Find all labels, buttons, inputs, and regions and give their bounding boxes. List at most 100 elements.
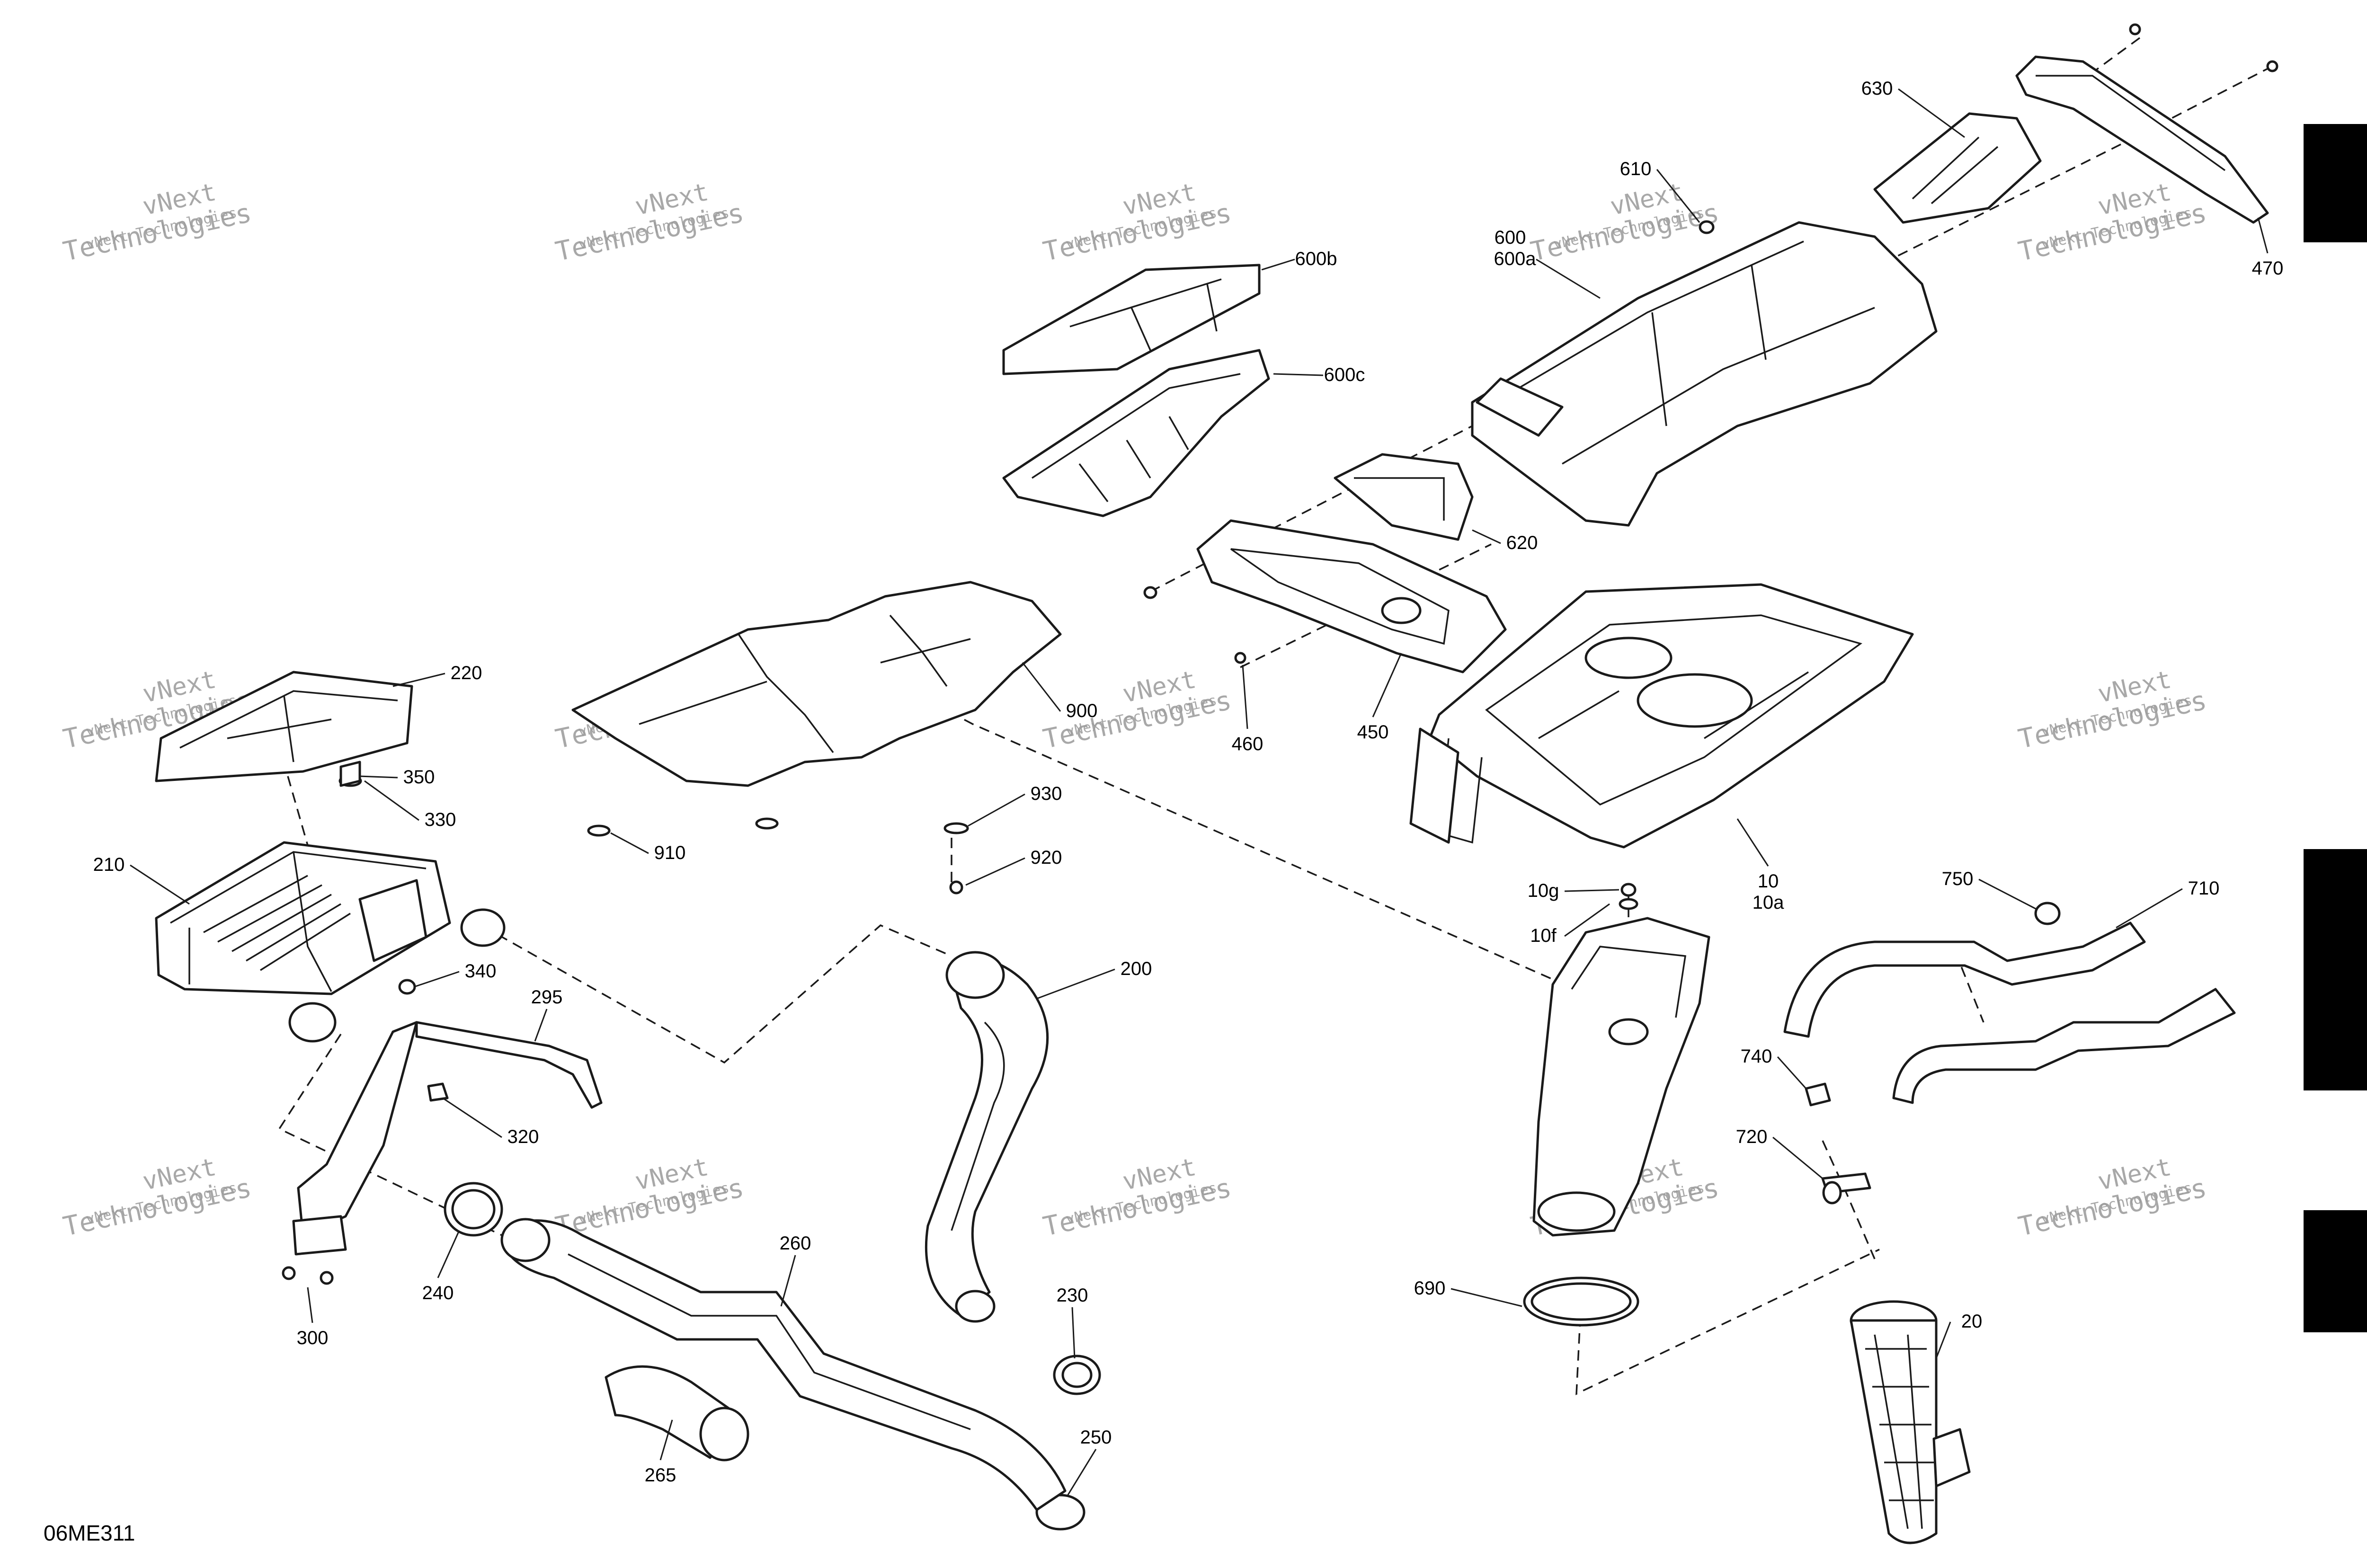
callout-900: 900 [1066, 700, 1098, 721]
callout-220: 220 [451, 663, 482, 683]
leader-line-260 [780, 1255, 796, 1307]
part-300-bolt-2 [320, 1271, 334, 1285]
callout-930: 930 [1031, 783, 1062, 804]
leader-line-740 [1777, 1056, 1807, 1090]
leader-line-750 [1978, 878, 2036, 910]
leader-line-320 [442, 1097, 502, 1138]
callout-250: 250 [1080, 1427, 1112, 1448]
leader-line-295 [534, 1009, 548, 1042]
part-620-duct [1334, 453, 1474, 541]
callout-460: 460 [1232, 734, 1264, 754]
part-900-heat-shield [571, 581, 1062, 787]
screw-top-1 [2129, 23, 2141, 35]
leader-line-20 [1935, 1321, 1951, 1359]
part-320-clip [427, 1082, 449, 1102]
callout-600b: 600b [1295, 248, 1337, 269]
leader-line-690 [1450, 1288, 1522, 1307]
small-parts [282, 23, 2278, 1285]
leader-line-220 [392, 673, 445, 687]
part-920-bolt [949, 880, 963, 895]
part-210-intercooler [155, 841, 506, 1043]
callout-295: 295 [531, 987, 563, 1008]
callout-10a: 10a [1753, 892, 1784, 913]
screw-left-460 [1143, 586, 1157, 599]
leader-line-720 [1772, 1136, 1823, 1179]
leader-line-230 [1071, 1307, 1076, 1359]
part-600-plenum [1471, 221, 1938, 527]
leader-line-930 [968, 793, 1025, 827]
part-300-bolt-1 [282, 1266, 296, 1280]
callout-10g: 10g [1528, 880, 1559, 901]
leader-line-330 [364, 780, 419, 821]
leader-line-900 [1022, 662, 1061, 712]
part-265-elbow [605, 1365, 749, 1462]
callout-630: 630 [1861, 78, 1893, 99]
diagram-code: 06ME311 [44, 1521, 135, 1545]
callout-265: 265 [645, 1465, 676, 1486]
leader-line-600c [1273, 373, 1324, 376]
leader-line-300 [307, 1287, 313, 1323]
part-220-cover [155, 671, 413, 782]
part-450-frame [1196, 519, 1507, 673]
part-610-nut [1699, 220, 1715, 234]
part-260-hose [500, 1218, 1067, 1511]
leader-line-910 [610, 832, 649, 854]
leader-line-920 [965, 857, 1025, 886]
leader-line-610 [1656, 169, 1700, 223]
part-10-lower-funnel [1532, 917, 1710, 1237]
leader-line-340 [414, 971, 460, 988]
leader-line-450 [1372, 653, 1402, 718]
part-910-washer-1 [587, 824, 611, 837]
callout-20: 20 [1961, 1311, 1983, 1332]
leader-line-265 [659, 1419, 673, 1461]
callout-710: 710 [2188, 878, 2220, 899]
callout-300: 300 [297, 1328, 329, 1348]
part-200-hose [925, 951, 1049, 1323]
callout-600a: 600a [1494, 248, 1537, 269]
part-20-intake-tube [1850, 1300, 1971, 1544]
part-340-nut [398, 979, 416, 995]
callout-920: 920 [1031, 847, 1062, 868]
part-10g-nut [1620, 883, 1637, 897]
callout-610: 610 [1620, 159, 1652, 179]
part-600c-grille [1002, 349, 1270, 517]
callout-350: 350 [403, 767, 435, 788]
callout-210: 210 [93, 854, 125, 875]
callout-720: 720 [1736, 1126, 1768, 1147]
leader-line-10 [1736, 818, 1769, 867]
part-295-bracket [292, 1021, 603, 1256]
part-460-screw [1234, 652, 1246, 664]
leader-line-350 [359, 775, 398, 779]
part-350-bolt [339, 761, 361, 787]
part-740-clip [1805, 1082, 1831, 1107]
callout-340: 340 [465, 961, 497, 982]
callout-240: 240 [422, 1283, 454, 1303]
leader-line-250 [1067, 1449, 1097, 1496]
callout-10f: 10f [1530, 925, 1557, 946]
callout-620: 620 [1506, 532, 1538, 553]
leader-line-10g [1564, 889, 1620, 892]
leader-line-240 [437, 1230, 460, 1278]
leader-line-10f [1564, 903, 1610, 937]
callout-750: 750 [1942, 868, 1974, 889]
callout-690: 690 [1414, 1278, 1446, 1299]
leader-line-630 [1898, 88, 1965, 138]
callout-10: 10 [1758, 871, 1779, 892]
leader-line-600b [1261, 258, 1295, 271]
part-10-airbox-base [1409, 583, 1914, 849]
callout-230: 230 [1057, 1285, 1088, 1306]
leader-line-470 [2257, 217, 2269, 254]
part-910-washer-2 [755, 817, 779, 830]
